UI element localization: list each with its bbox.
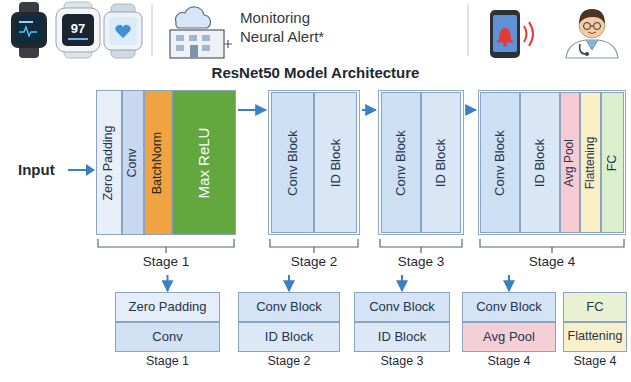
layer-name: Conv <box>126 148 140 177</box>
layer-cell: ID Block <box>238 322 340 352</box>
stage-label: Stage 4 <box>563 355 627 369</box>
layer-cell: FC <box>563 292 627 322</box>
layer-strip: Zero Padding <box>96 90 122 235</box>
stage-group: Stage 3 Conv Block ID Block <box>378 90 464 274</box>
stage-bracket <box>98 239 624 253</box>
stage-label: Stage 3 <box>378 255 464 270</box>
flow-arrow <box>362 109 376 111</box>
layer-name: Flattening <box>584 136 597 189</box>
layer-cell: Conv Block <box>238 292 340 322</box>
flow-arrow <box>401 275 403 291</box>
flow-arrow <box>466 109 476 111</box>
layer-name: Conv Block <box>394 130 408 196</box>
layer-name: Avg Pool <box>483 330 535 344</box>
smartwatch <box>56 2 100 58</box>
layer-name: ID Block <box>434 138 448 186</box>
phone-alert <box>490 10 533 58</box>
system-label: Monitoring Neural Alert* <box>240 9 352 47</box>
block-strip: Conv Block <box>480 92 520 233</box>
flow-arrow <box>508 275 510 291</box>
stage-label: Stage 4 <box>462 355 556 369</box>
cloud-building <box>170 7 232 58</box>
layer-strip: FC <box>601 92 624 233</box>
stage-label: Stage 1 <box>115 355 220 369</box>
layer-name: Conv Block <box>369 300 435 314</box>
stage-group: Stage 1 Zero Padding Conv BatchNorm Max ReLU <box>96 90 236 274</box>
stage-label: Stage 3 <box>354 355 450 369</box>
stage-summary: Stage 2 Conv Block ID Block <box>238 292 340 372</box>
layer-name: ID Block <box>265 330 313 344</box>
block-strip: ID Block <box>421 92 461 233</box>
layer-strip: Conv <box>122 90 144 235</box>
layer-name: Max ReLU <box>196 127 213 198</box>
block-strip: Conv Block <box>271 92 314 233</box>
watch-reading: 97 <box>64 21 92 37</box>
layer-name: ID Block <box>533 138 547 186</box>
layer-name: Avg Pool <box>563 139 576 187</box>
layer-cell: ID Block <box>354 322 450 352</box>
layer-name: Conv Block <box>285 130 299 196</box>
doctor-figure <box>566 9 618 58</box>
layer-cell: Conv Block <box>462 292 556 322</box>
layer-name: Zero Padding <box>128 300 206 314</box>
flow-arrow <box>288 275 290 291</box>
layer-strip: Max ReLU <box>172 90 236 235</box>
layer-strip: Flattening <box>580 92 601 233</box>
stage-summary: Stage 3 Conv Block ID Block <box>354 292 450 372</box>
layer-name: Conv Block <box>476 300 542 314</box>
stage-summary: Stage 4 Conv BlockAvg Pool <box>462 292 556 372</box>
stage-summary: Stage 4 FC Flattening <box>563 292 627 372</box>
smartwatch <box>11 2 47 58</box>
layer-cell: Conv <box>115 322 220 352</box>
block-strip: ID Block <box>520 92 560 233</box>
flow-arrow <box>167 275 169 291</box>
block-strip: ID Block <box>314 92 357 233</box>
layer-name: Conv Block <box>256 300 322 314</box>
layer-name: Conv Block <box>493 130 507 196</box>
layer-name: FC <box>586 300 603 314</box>
stage-group: Stage 2 Conv Block ID Block <box>268 90 360 274</box>
stage-label: Stage 2 <box>238 355 340 369</box>
layer-name: ID Block <box>328 138 342 186</box>
layer-cell: Avg Pool <box>462 322 556 352</box>
input-arrow <box>68 164 95 176</box>
stage-group: Stage 4 Conv Block ID Block Avg Pool Flatten… <box>478 90 626 274</box>
layer-cell: Zero Padding <box>115 292 220 322</box>
smartwatch <box>104 4 142 58</box>
layer-name: Flattening <box>568 330 623 344</box>
layer-strip: BatchNorm <box>144 90 172 235</box>
layer-strip: Avg Pool <box>560 92 580 233</box>
layer-name: Zero Padding <box>102 125 116 200</box>
layer-name: FC <box>606 154 620 171</box>
stage-label: Stage 4 <box>478 255 626 270</box>
layer-name: BatchNorm <box>151 131 165 194</box>
stage-summary: Stage 1 Zero PaddingConv <box>115 292 220 372</box>
layer-name: Conv <box>152 330 182 344</box>
block-strip: Conv Block <box>381 92 421 233</box>
stage-label: Stage 2 <box>268 255 360 270</box>
layer-name: ID Block <box>378 330 426 344</box>
layer-cell: Conv Block <box>354 292 450 322</box>
flow-arrow <box>238 109 266 111</box>
layer-cell: Flattening <box>563 322 627 352</box>
input-label: Input <box>18 161 68 180</box>
stage-label: Stage 1 <box>96 255 236 270</box>
diagram-title: ResNet50 Model Architecture <box>0 64 631 81</box>
